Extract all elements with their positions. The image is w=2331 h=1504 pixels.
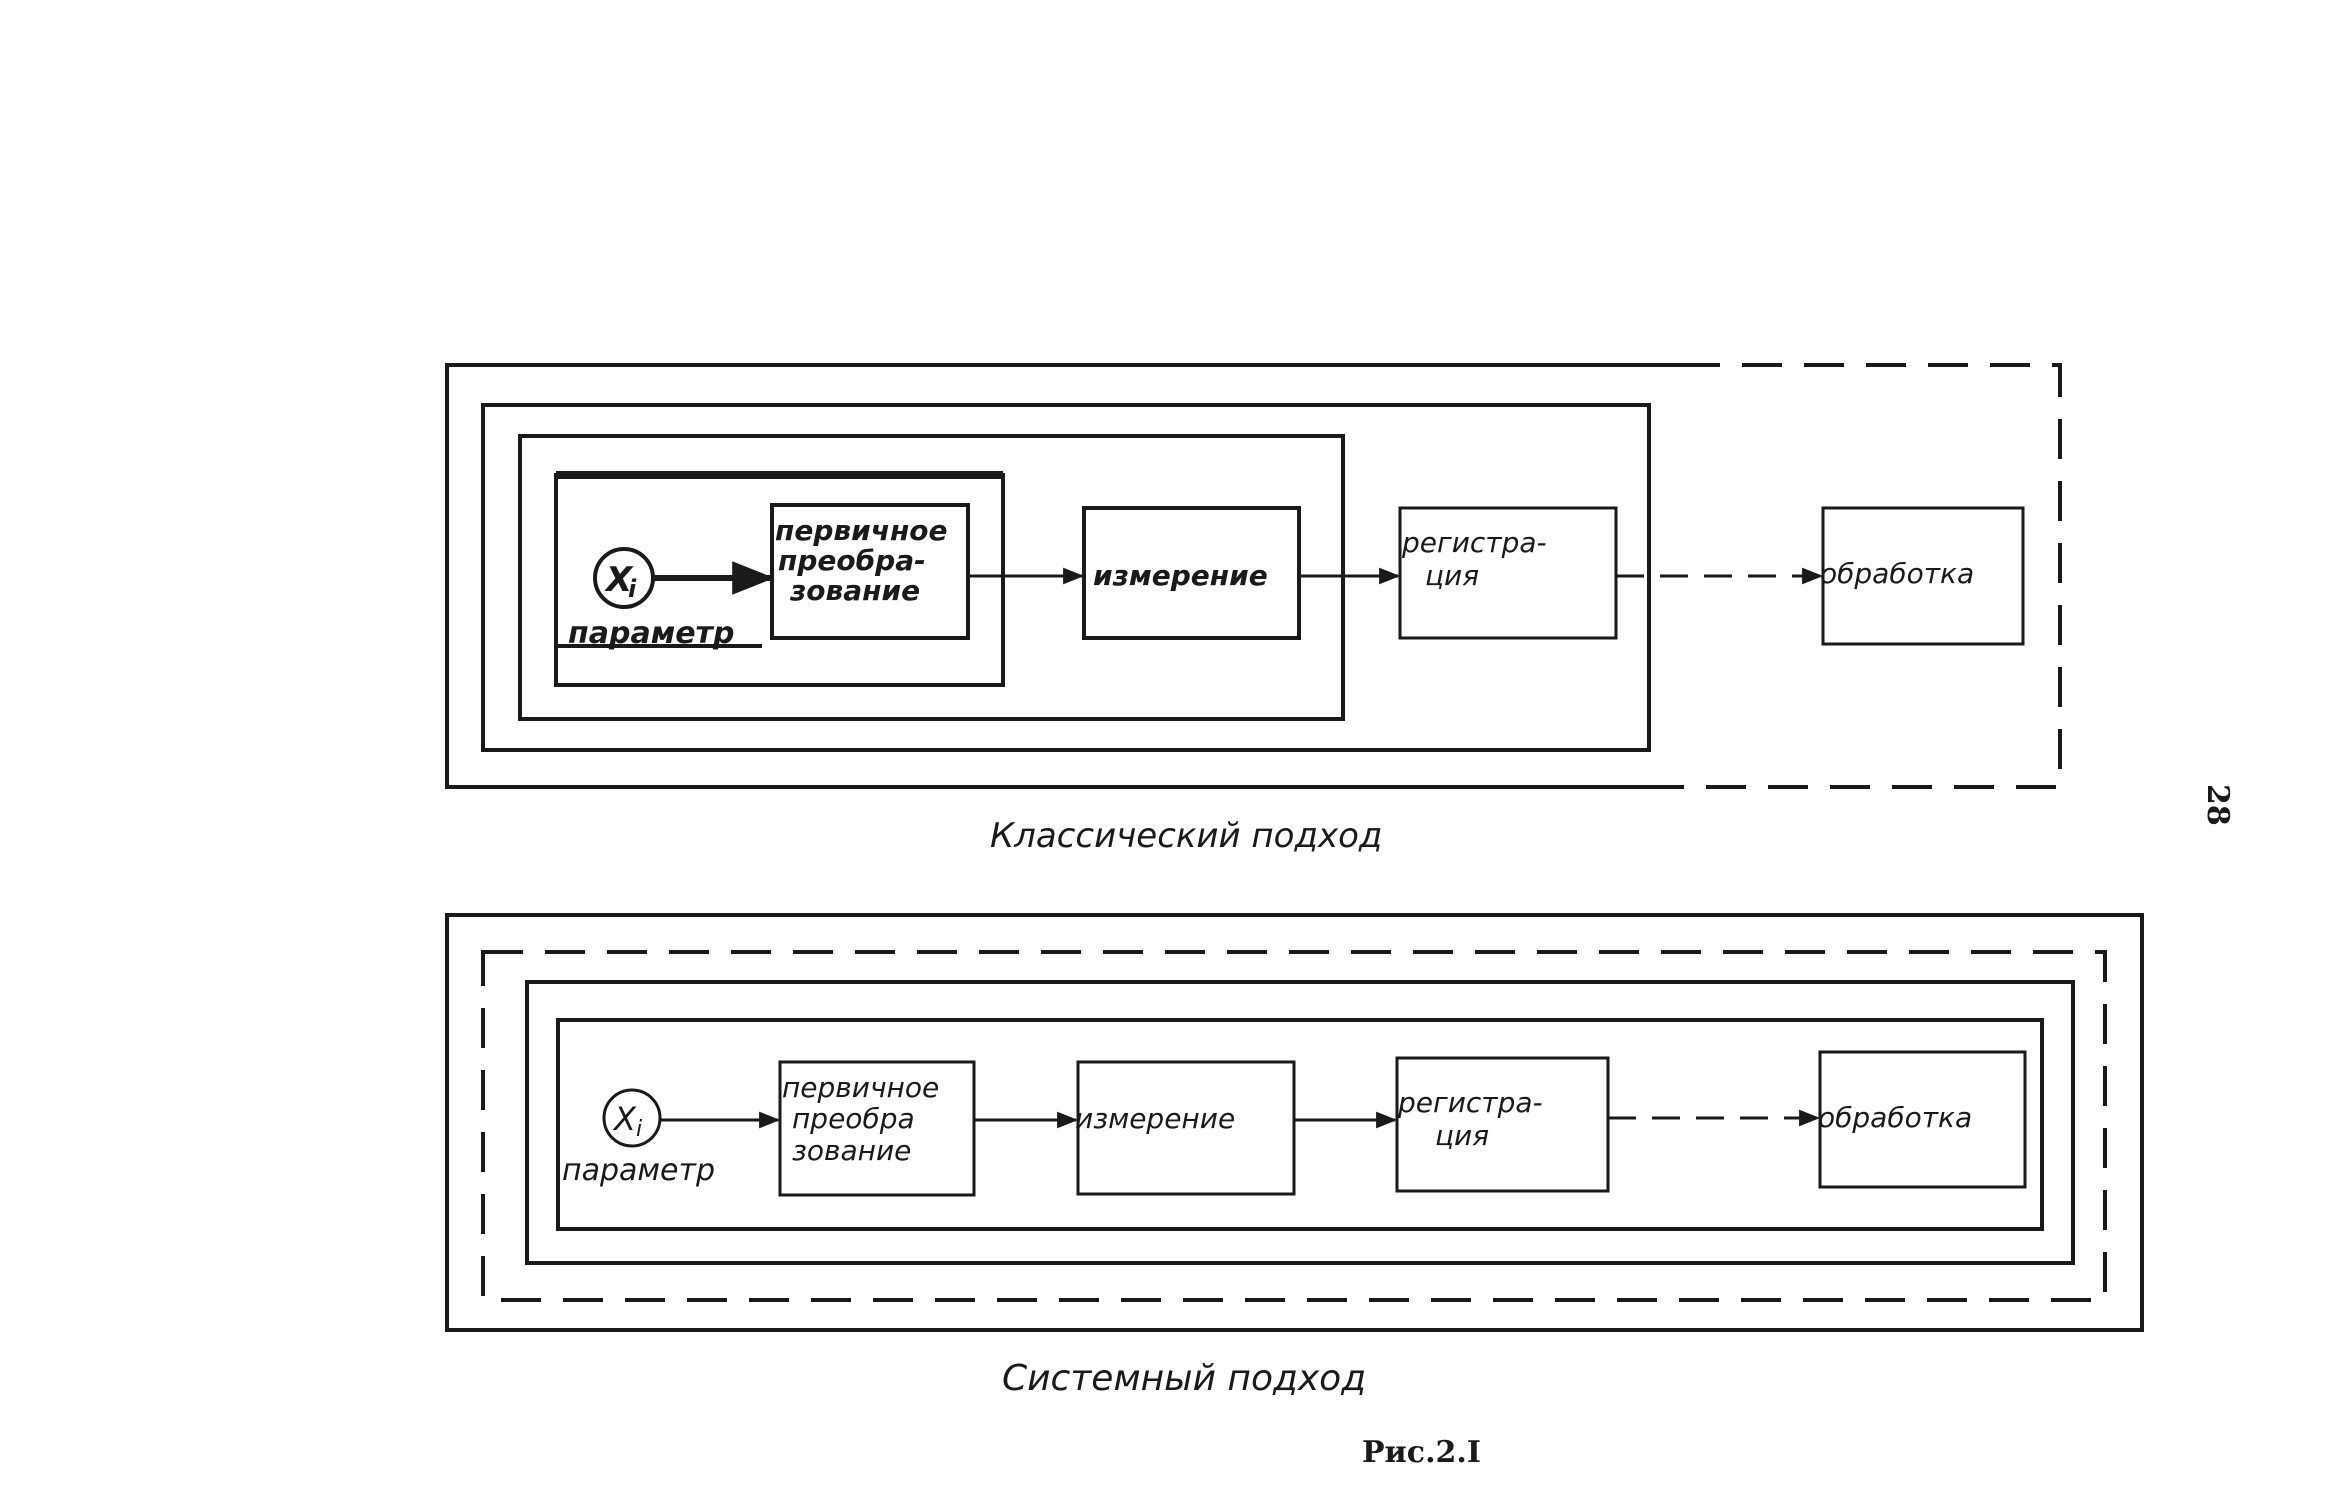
frame-outer-dashed (1680, 363, 2062, 789)
label-primary-line2: преобра (792, 1102, 915, 1135)
label-primary-line3: зование (792, 1134, 911, 1167)
label-parameter: параметр (568, 616, 734, 651)
label-measurement: измерение (1075, 1102, 1235, 1135)
label-processing: обработка (1820, 557, 1974, 590)
classic-approach-diagram (445, 363, 2062, 789)
label-registration-line1: регистра- (1397, 1086, 1543, 1119)
parameter-symbol-label: X (604, 560, 634, 600)
frame-dashed (481, 950, 2107, 1302)
frame-level-1 (556, 1018, 2044, 1231)
label-registration-line1: регистра- (1401, 526, 1547, 559)
classic-text: X i параметр первичное преобра- зование … (568, 514, 1974, 856)
label-processing: обработка (1818, 1101, 1972, 1134)
label-registration-line2: ция (1425, 559, 1479, 592)
label-primary-line2: преобра- (778, 544, 926, 577)
parameter-symbol (602, 1088, 662, 1148)
frame-level-2 (525, 980, 2075, 1265)
caption-classic: Классический подход (990, 816, 1382, 856)
parameter-symbol-sub: i (628, 575, 637, 603)
frame-outer (445, 913, 2144, 1332)
label-parameter: параметр (562, 1153, 715, 1188)
label-primary-line1: первичное (782, 1071, 939, 1104)
caption-system: Системный подход (1002, 1358, 1366, 1399)
parameter-symbol-sub: i (636, 1117, 642, 1142)
system-text: X i параметр первичное преобра зование и… (562, 1071, 1972, 1399)
frame-outer (445, 363, 1680, 789)
label-registration-line2: ция (1435, 1119, 1489, 1152)
system-approach-diagram (445, 913, 2144, 1332)
label-primary-line3: зование (789, 574, 920, 607)
label-primary-line1: первичное (775, 514, 948, 547)
page-number: 28 (2200, 784, 2235, 826)
box-registration (1395, 1056, 1610, 1193)
parameter-symbol-label: X (612, 1100, 637, 1138)
label-measurement: измерение (1093, 559, 1268, 592)
box-primary-transform (778, 1060, 976, 1197)
frame-level-3 (481, 403, 1651, 752)
figure-label: Рис.2.I (1362, 1435, 1481, 1470)
